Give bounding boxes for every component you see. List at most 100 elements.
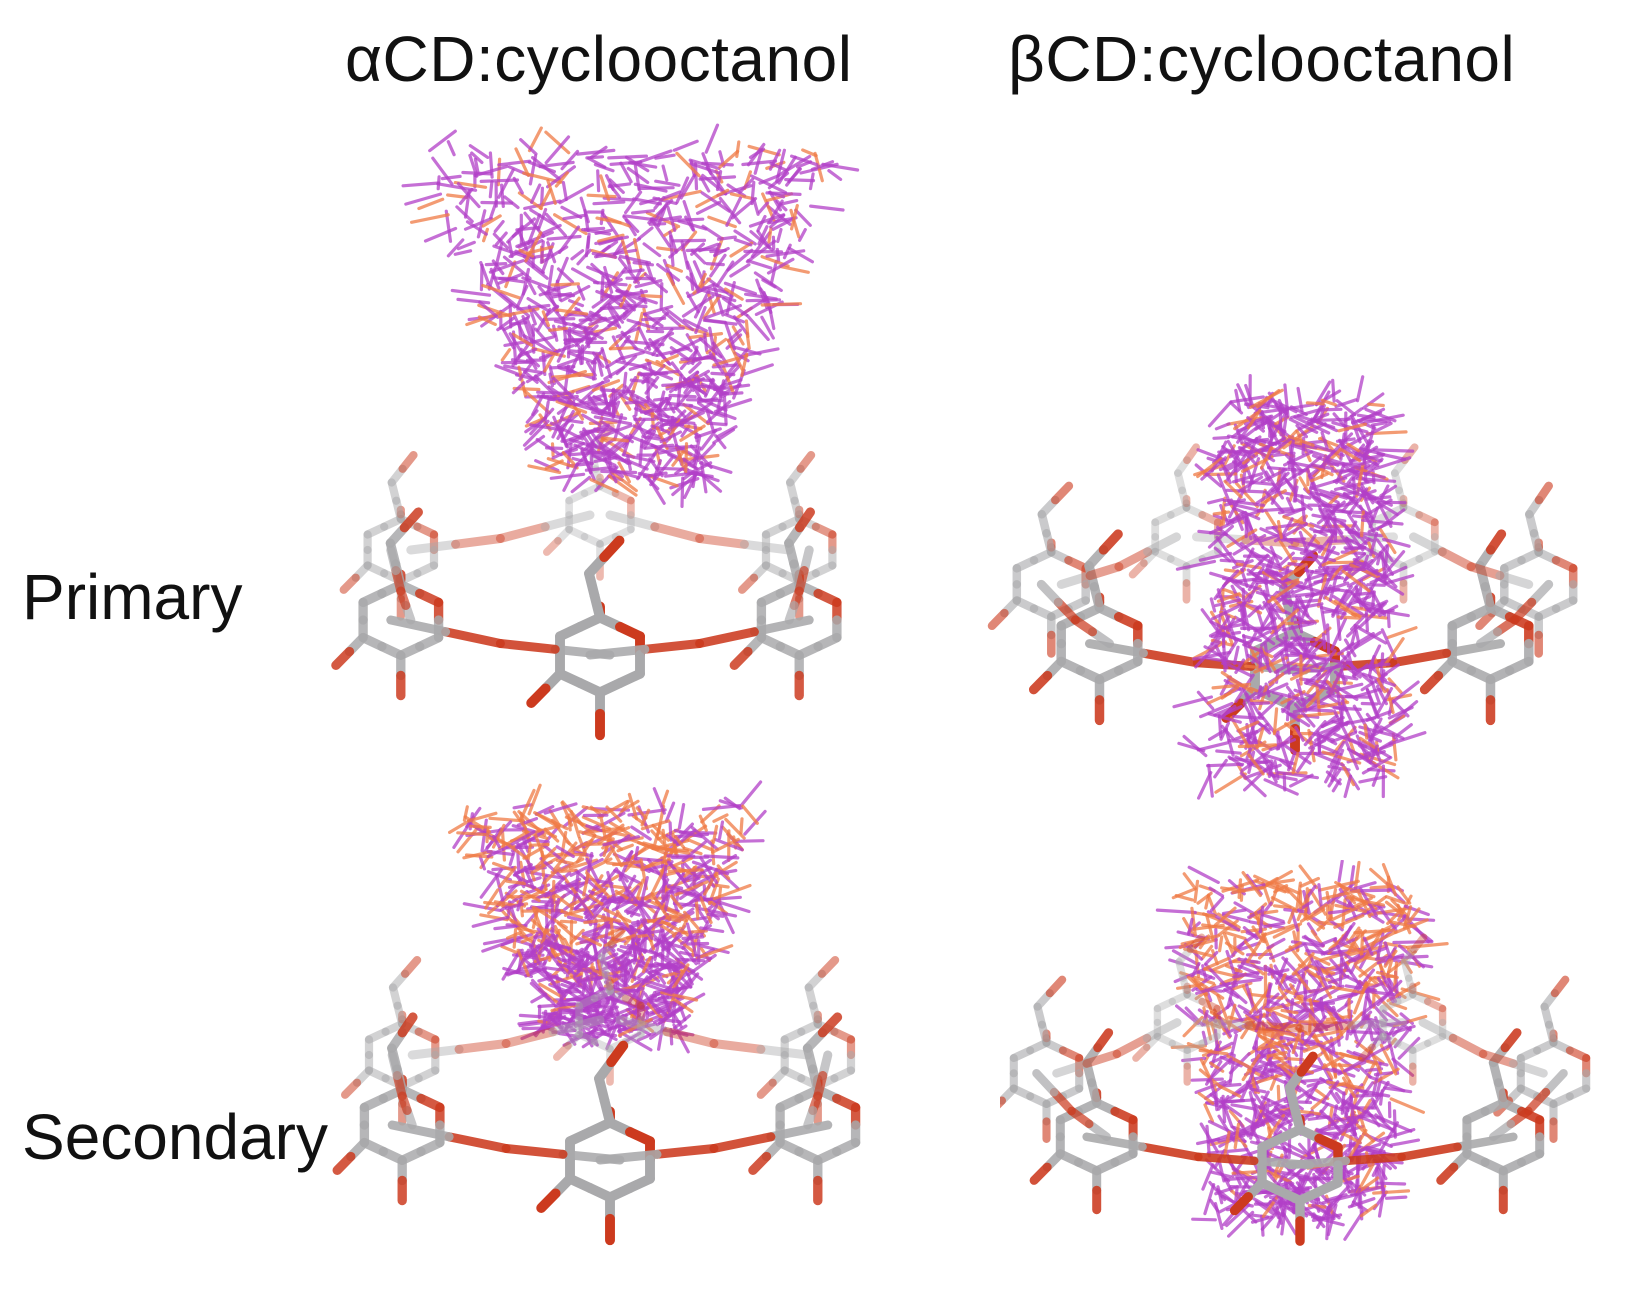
guest-bond <box>539 240 545 264</box>
guest-bond <box>523 865 535 890</box>
guest-bond <box>668 336 693 353</box>
guest-bond <box>512 810 525 827</box>
guest-bond <box>627 1004 648 1009</box>
guest-bond <box>673 835 686 849</box>
guest-bond <box>537 285 559 309</box>
guest-bond <box>760 315 775 340</box>
guest-bond <box>682 457 698 470</box>
bond <box>606 987 630 1003</box>
guest-bond <box>1333 709 1352 742</box>
guest-bond <box>694 898 700 920</box>
guest-bond <box>1338 949 1357 963</box>
guest-bond <box>1216 525 1244 549</box>
guest-bond <box>1296 746 1316 773</box>
guest-bond <box>1237 1120 1250 1138</box>
guest-bond <box>1282 515 1315 528</box>
guest-bond <box>635 946 646 965</box>
guest-bond <box>530 944 541 966</box>
guest-bond <box>660 789 670 808</box>
guest-bond <box>1216 473 1232 506</box>
bond <box>1436 1162 1459 1185</box>
guest-bond <box>671 238 707 243</box>
guest-bond <box>1365 712 1384 734</box>
guest-bond <box>504 260 517 289</box>
guest-bond <box>744 292 778 301</box>
guest-bond <box>1248 1091 1259 1120</box>
guest-bond <box>570 249 585 261</box>
guest-bond <box>1321 548 1359 567</box>
guest-bond <box>1334 880 1350 891</box>
bond <box>748 1151 772 1175</box>
guest-bond <box>584 465 619 472</box>
guest-bond <box>1244 1117 1260 1129</box>
guest-bond <box>1350 417 1362 444</box>
guest-bond <box>1334 398 1358 409</box>
guest-bond <box>496 316 515 332</box>
guest-bond <box>581 413 602 427</box>
bond <box>737 573 759 594</box>
bond <box>1478 1049 1518 1068</box>
guest-bond <box>524 231 543 263</box>
guest-bond <box>511 217 536 238</box>
guest-bond <box>715 260 735 288</box>
guest-bond <box>1287 515 1305 531</box>
guest-bond <box>766 257 795 275</box>
guest-bond <box>1359 421 1393 441</box>
guest-bond <box>739 817 744 835</box>
guest-bond <box>671 997 694 1014</box>
guest-bond <box>592 811 626 832</box>
guest-bond <box>1390 898 1408 917</box>
guest-bond <box>679 424 706 442</box>
guest-bond <box>694 427 722 439</box>
guest-bond <box>1357 743 1372 757</box>
guest-bond <box>1298 530 1310 556</box>
guest-bond <box>537 207 548 231</box>
guest-bond <box>1207 497 1224 505</box>
guest-bond <box>1229 716 1250 749</box>
guest-bond <box>547 264 554 291</box>
guest-bond <box>740 297 769 316</box>
guest-bond <box>600 898 637 905</box>
guest-bond <box>573 870 580 906</box>
guest-bond <box>1338 957 1344 989</box>
guest-bond <box>597 233 625 243</box>
bond <box>400 955 422 978</box>
guest-bond <box>1228 997 1244 1023</box>
guest-bond <box>641 316 667 322</box>
bond <box>1489 1119 1516 1142</box>
guest-bond <box>527 464 562 474</box>
guest-bond <box>527 213 542 245</box>
guest-bond <box>602 923 610 950</box>
guest-bond <box>1317 883 1323 907</box>
guest-bond <box>632 261 654 267</box>
guest-bond <box>1213 546 1232 563</box>
guest-bond <box>1367 607 1410 618</box>
bond <box>709 1039 766 1054</box>
guest-bond <box>1287 640 1304 658</box>
bond <box>565 489 589 505</box>
guest-bond <box>1346 1162 1365 1174</box>
bond <box>739 539 794 555</box>
guest-bond <box>1197 1091 1215 1105</box>
guest-bond <box>562 462 579 492</box>
bond <box>621 994 645 1010</box>
guest-bond <box>1358 579 1364 596</box>
guest-bond <box>711 824 719 845</box>
guest-bond <box>744 319 750 338</box>
bond <box>784 601 799 625</box>
guest-bond <box>622 371 628 394</box>
guest-bond <box>1230 395 1265 404</box>
guest-bond <box>794 208 812 227</box>
guest-bond <box>539 188 552 210</box>
guest-bond <box>723 281 757 296</box>
molecule-render-beta-primary <box>987 373 1578 800</box>
guest-bond <box>1285 998 1309 1013</box>
guest-bond <box>1374 993 1399 1018</box>
bond <box>1400 958 1413 982</box>
bond <box>1029 1162 1052 1185</box>
bond <box>1379 997 1402 1013</box>
guest-bond <box>1237 878 1243 900</box>
guest-bond <box>1402 905 1413 930</box>
guest-bond <box>526 297 551 313</box>
guest-bond <box>1334 1020 1341 1047</box>
